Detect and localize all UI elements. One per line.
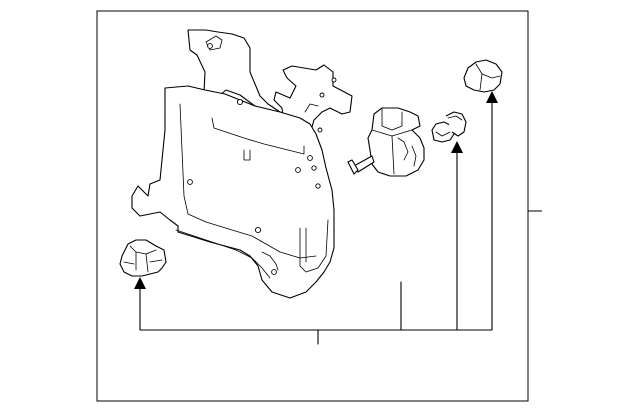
diagram-frame <box>96 10 529 402</box>
mounting-bracket <box>131 29 353 299</box>
leader-arrowheads <box>134 91 498 289</box>
arrowhead-clip <box>134 277 146 289</box>
grommet <box>431 111 467 143</box>
cap <box>463 59 503 93</box>
arrowhead-grommet <box>451 141 463 153</box>
leader-lines <box>139 99 493 345</box>
sensor-unit <box>347 107 425 177</box>
arrowhead-cap <box>486 91 498 103</box>
clip <box>119 239 167 277</box>
